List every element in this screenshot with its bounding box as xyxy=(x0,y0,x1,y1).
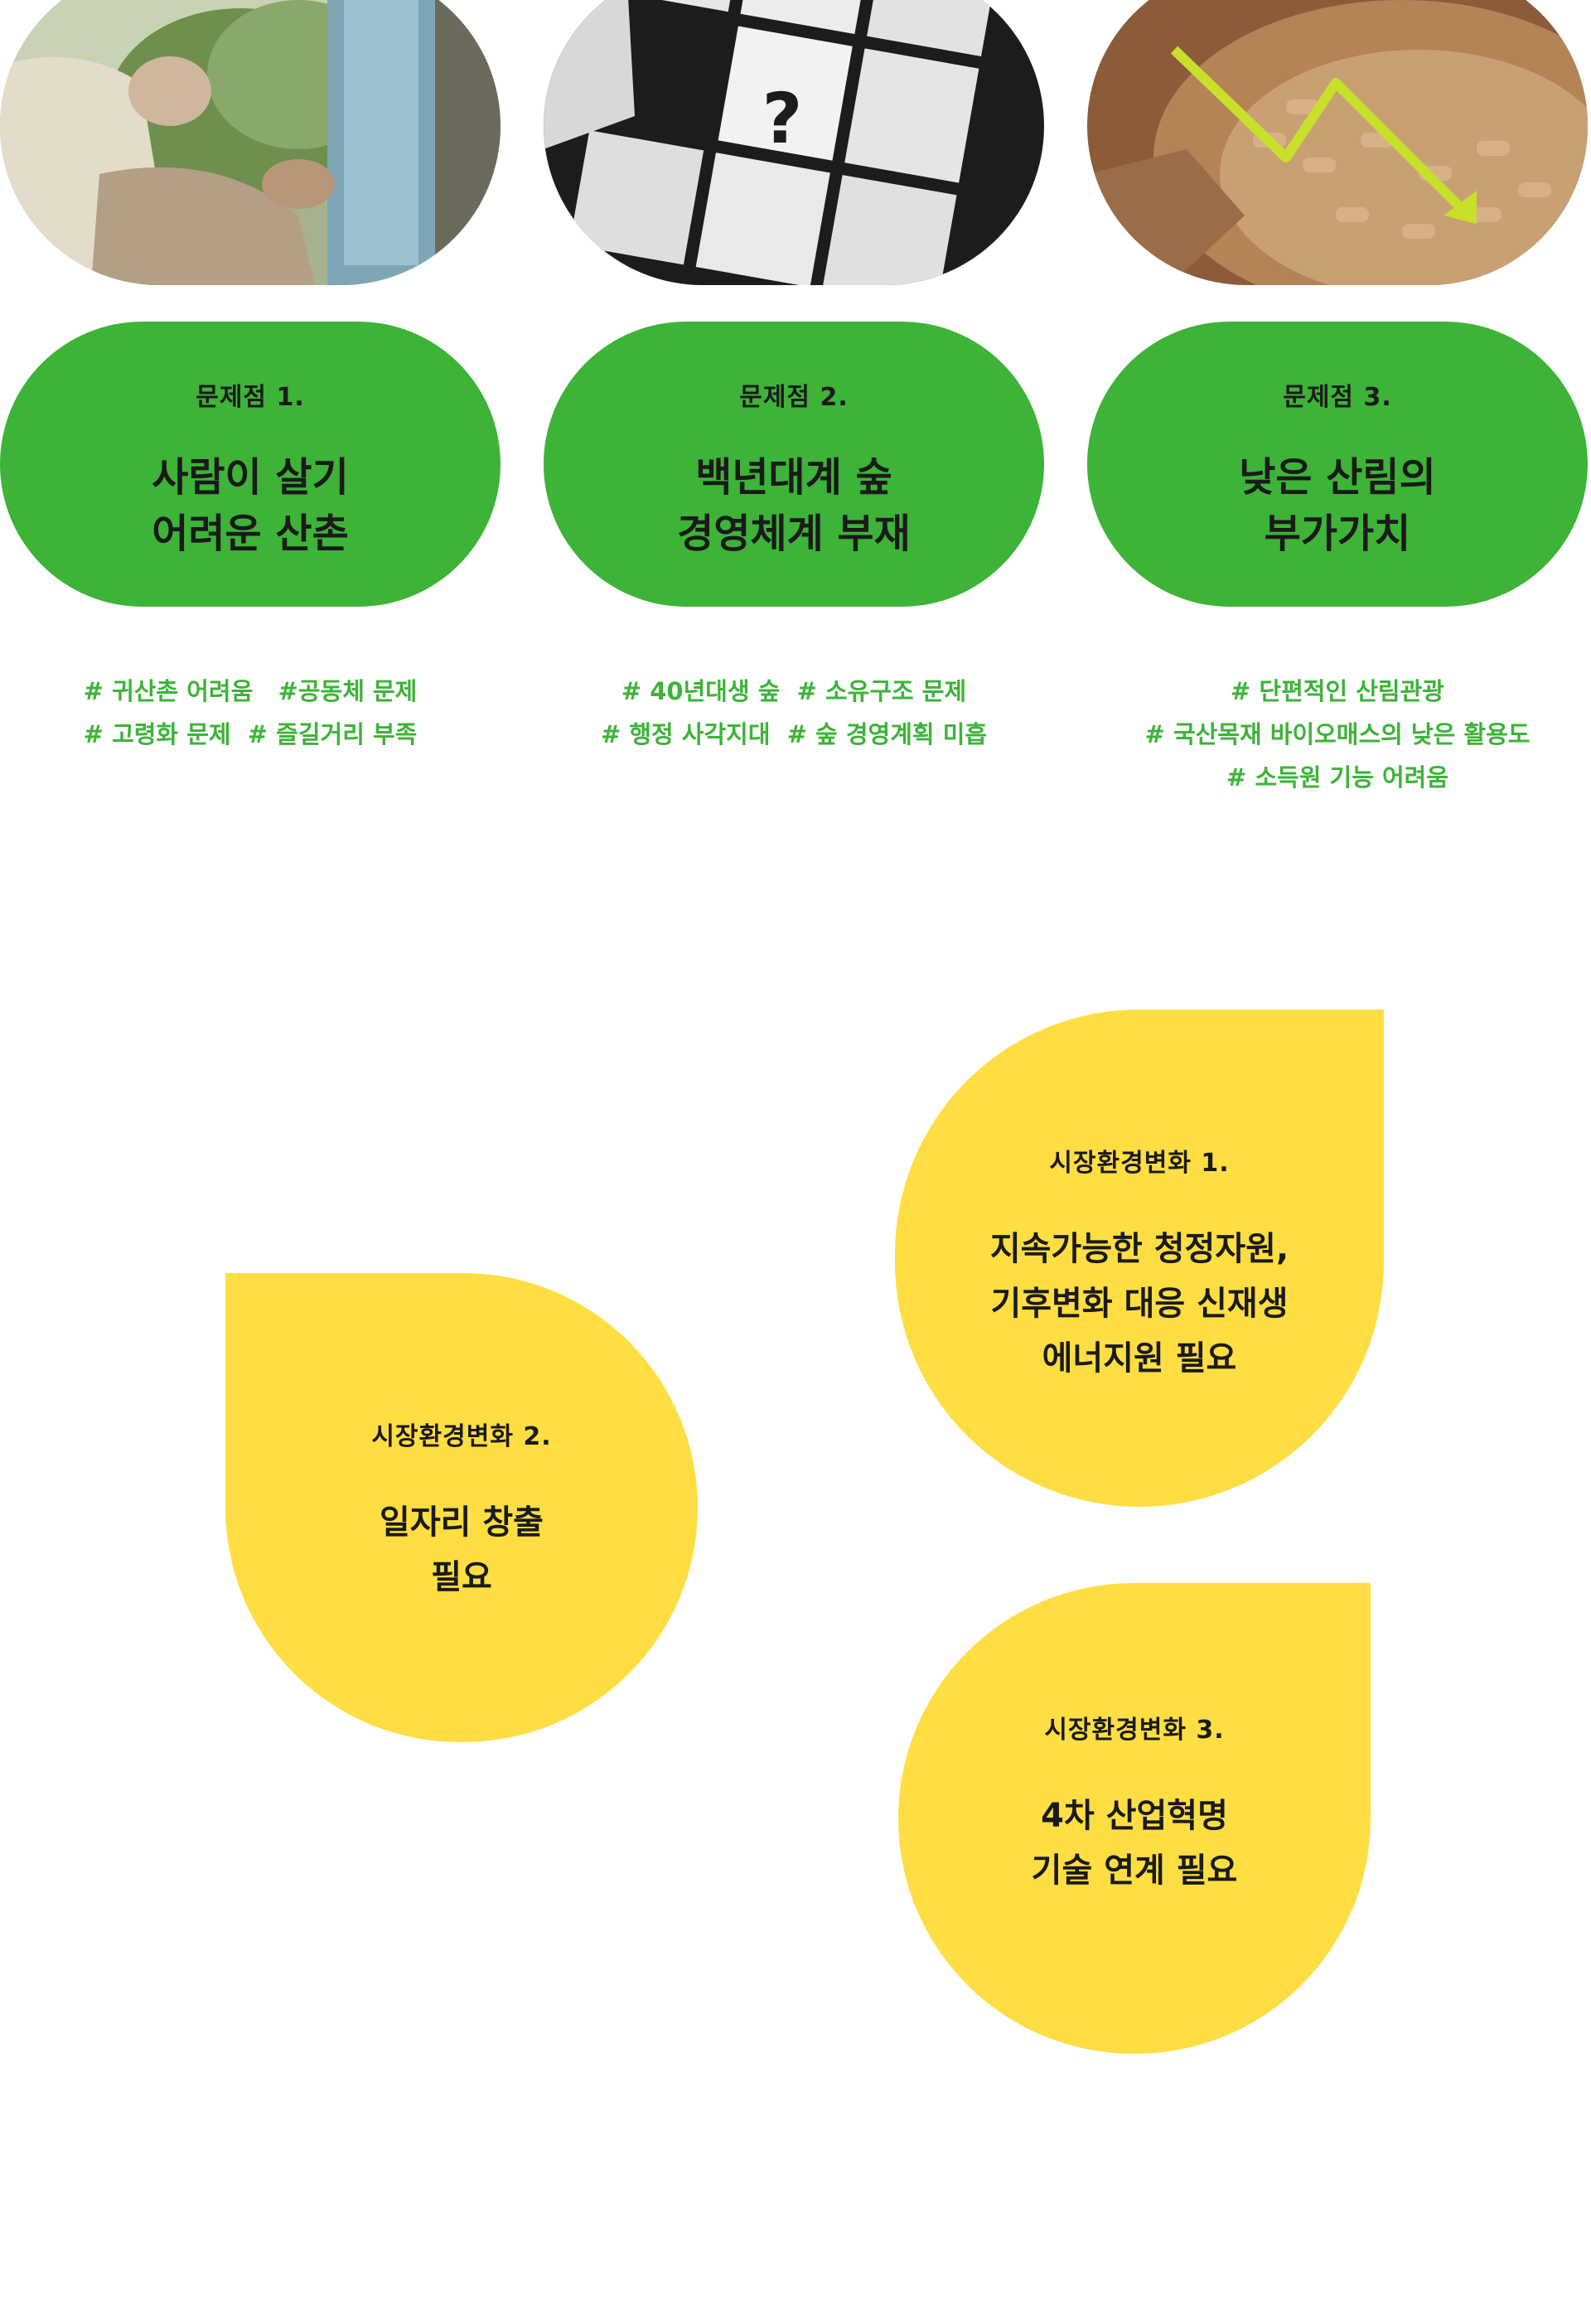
hashtag-line: # 소득원 기능 어려움 xyxy=(1226,763,1449,792)
problem-hashtags-2: # 40년대생 숲 # 소유구조 문제 # 행정 사각지대 # 숲 경영계획 미… xyxy=(544,670,1044,756)
hashtag-line: # 40년대생 숲 # 소유구조 문제 xyxy=(621,677,967,705)
problem-card-1: 문제점 1. 사람이 살기 어려운 산촌 xyxy=(0,322,501,607)
hashtag-line: # 국산목재 바이오매스의 낮은 활용도 xyxy=(1144,720,1531,748)
problem-title: 사람이 살기 어려운 산촌 xyxy=(152,454,349,557)
problem-label: 문제점 2. xyxy=(739,383,849,412)
market-change-title: 일자리 창출 필요 xyxy=(380,1503,544,1596)
hashtag-line: # 단편적인 산림관광 xyxy=(1231,677,1444,705)
market-change-label: 시장환경변화 3. xyxy=(1044,1716,1225,1745)
problem-title: 낮은 산림의 부가가치 xyxy=(1239,454,1436,557)
problem-title: 백년대계 숲 경영체계 부재 xyxy=(677,454,911,557)
problem-card-2: 문제점 2. 백년대계 숲 경영체계 부재 xyxy=(544,322,1044,607)
market-change-title: 지속가능한 청정자원, 기후변화 대응 신재생 에너지원 필요 xyxy=(989,1230,1289,1377)
wood-pellet-decline-photo xyxy=(1087,0,1588,285)
market-change-card-3: 시장환경변화 3. 4차 산업혁명 기술 연계 필요 xyxy=(898,1583,1371,2054)
problem-label: 문제점 1. xyxy=(196,383,305,412)
question-mark-grid-photo: ? xyxy=(544,0,1044,285)
hashtag-line: # 행정 사각지대 # 숲 경영계획 미흡 xyxy=(600,720,988,748)
market-change-title: 4차 산업혁명 기술 연계 필요 xyxy=(1031,1797,1238,1890)
problem-label: 문제점 3. xyxy=(1283,383,1392,412)
svg-text:?: ? xyxy=(762,78,803,159)
problem-hashtags-3: # 단편적인 산림관광 # 국산목재 바이오매스의 낮은 활용도 # 소득원 기… xyxy=(1087,670,1588,799)
problem-card-3: 문제점 3. 낮은 산림의 부가가치 xyxy=(1087,322,1588,607)
market-change-card-2: 시장환경변화 2. 일자리 창출 필요 xyxy=(225,1273,698,1742)
hashtag-line: # 귀산촌 어려움 #공동체 문제 xyxy=(83,677,418,705)
problem-hashtags-1: # 귀산촌 어려움 #공동체 문제 # 고령화 문제 # 즐길거리 부족 xyxy=(0,670,501,756)
elderly-villager-photo xyxy=(0,0,501,285)
hashtag-line: # 고령화 문제 # 즐길거리 부족 xyxy=(83,720,418,748)
market-change-label: 시장환경변화 1. xyxy=(1049,1149,1230,1178)
market-change-card-1: 시장환경변화 1. 지속가능한 청정자원, 기후변화 대응 신재생 에너지원 필… xyxy=(895,1009,1384,1507)
market-change-label: 시장환경변화 2. xyxy=(371,1422,552,1451)
